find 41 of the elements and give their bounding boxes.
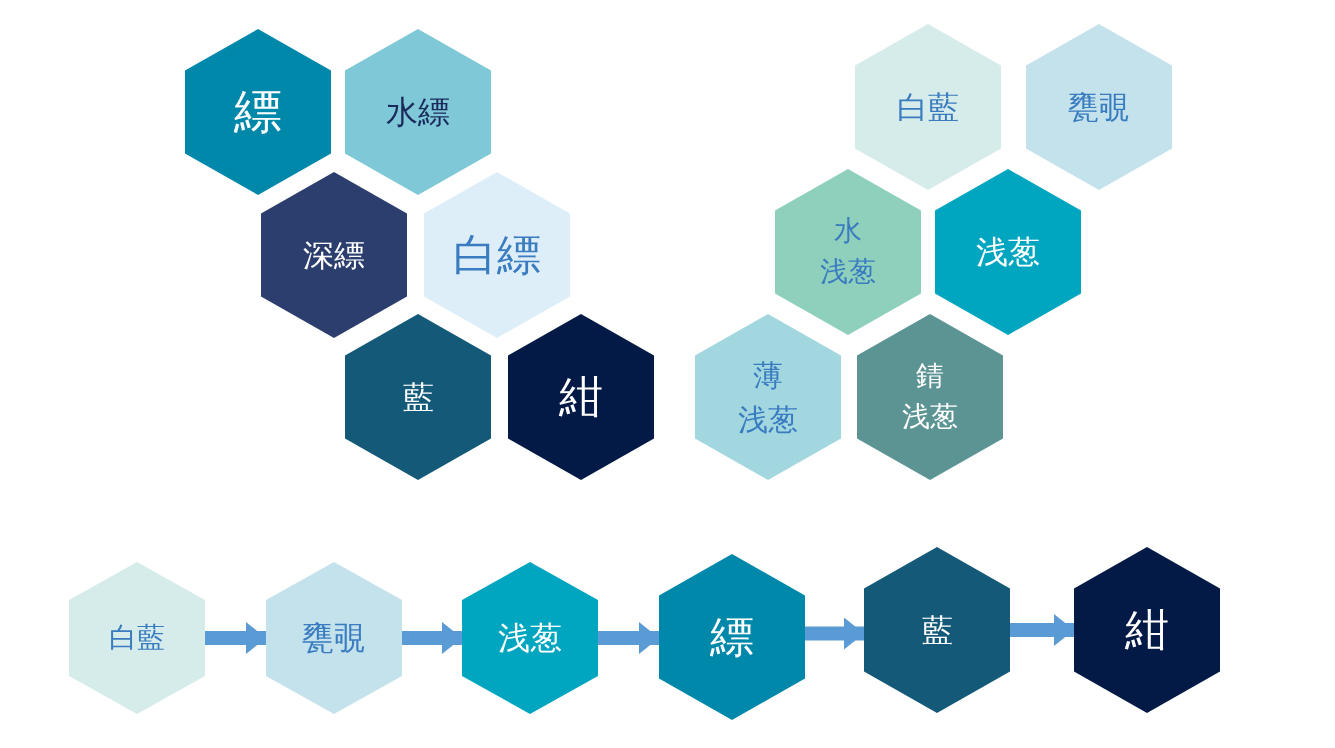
hexagon-tile <box>345 29 491 195</box>
block-arrow <box>1010 614 1074 646</box>
tile-label: 浅葱 <box>498 617 562 659</box>
hexagon-tile <box>1026 24 1172 190</box>
block-arrow <box>402 622 462 654</box>
hexagon-tile <box>864 547 1010 713</box>
hexagon-tile <box>935 169 1081 335</box>
tile-label: 紺 <box>559 370 603 425</box>
tile-label: 白縹 <box>453 228 541 283</box>
tile-label: 水縹 <box>386 91 450 133</box>
tile-label: 甕覗 <box>302 617 366 659</box>
hexagon-tile <box>659 554 805 720</box>
hexagon-tile <box>69 562 205 714</box>
hexagon-tile <box>345 314 491 480</box>
hexagon-tile <box>462 562 598 714</box>
tile-label: 白藍 <box>897 87 959 127</box>
tile-label: 甕覗 <box>1068 87 1130 127</box>
tile-label: 薄浅葱 <box>738 356 798 438</box>
tile-label: 縹 <box>234 82 282 142</box>
hexagon-tile <box>266 562 402 714</box>
block-arrow <box>598 622 659 654</box>
hexagon-tile <box>855 24 1001 190</box>
hexagon-tile <box>185 29 331 195</box>
tile-label: 深縹 <box>303 235 365 275</box>
tile-label: 紺 <box>1125 603 1169 658</box>
tile-label: 縹 <box>710 610 754 665</box>
tile-label: 水浅葱 <box>820 213 876 290</box>
tile-label: 錆浅葱 <box>902 358 958 435</box>
hexagon-tile <box>261 172 407 338</box>
hexagon-tile <box>695 314 841 480</box>
hexagon-tile <box>1074 547 1220 713</box>
hexagon-tile <box>508 314 654 480</box>
hexagon-tile <box>857 314 1003 480</box>
block-arrow <box>205 622 266 654</box>
tile-label: 浅葱 <box>976 231 1040 273</box>
tile-label: 白藍 <box>109 619 165 656</box>
tile-label: 藍 <box>402 377 434 417</box>
tile-label: 藍 <box>921 610 953 650</box>
hexagon-tile <box>424 172 570 338</box>
block-arrow <box>805 617 864 650</box>
hexagon-tile <box>775 169 921 335</box>
